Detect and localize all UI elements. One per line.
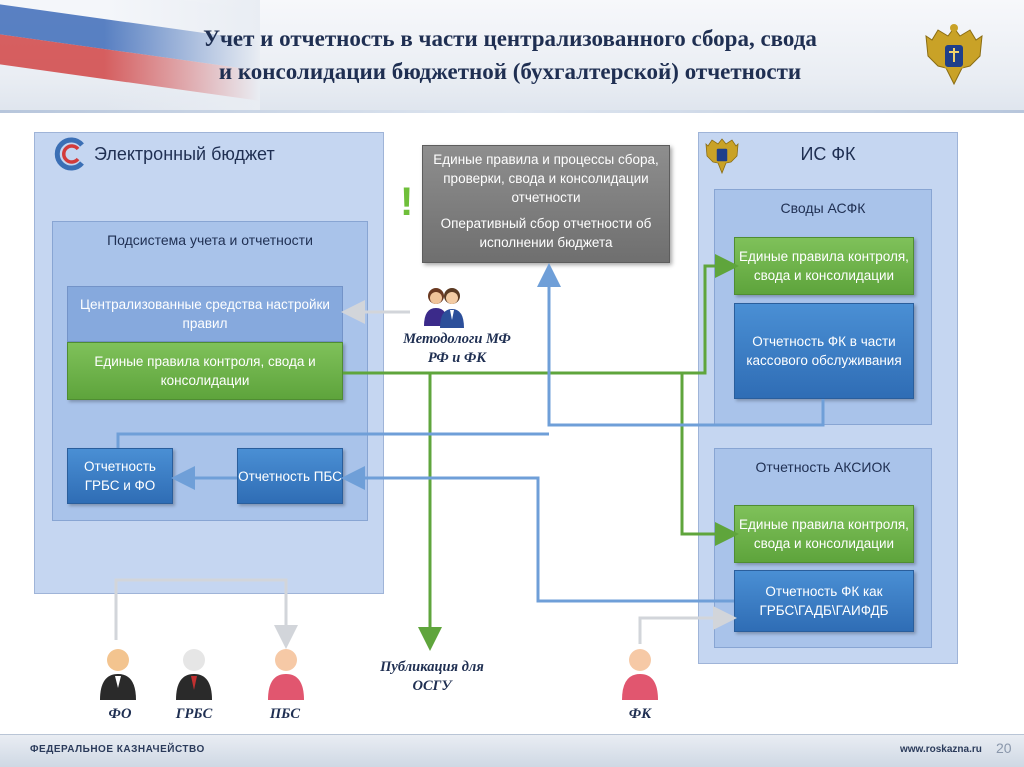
treasury-emblem-icon (704, 135, 740, 177)
aksiok-fk-report-box: Отчетность ФК как ГРБС\ГАДБ\ГАИФДБ (734, 570, 914, 632)
grbs-label: ГРБС (175, 706, 213, 722)
grbs-fo-report-label: Отчетность ГРБС и ФО (84, 459, 156, 493)
is-fk-title: ИС ФК (800, 144, 856, 164)
aksiok-rules-label: Единые правила контроля, свода и консоли… (739, 517, 909, 551)
asfk-rules-label: Единые правила контроля, свода и консоли… (739, 249, 909, 283)
methodologists-icon (420, 284, 468, 328)
asfk-fk-report-box: Отчетность ФК в части кассового обслужив… (734, 303, 914, 399)
exclamation-mark: ! (400, 180, 414, 224)
title-line-2: и консолидации бюджетной (бухгалтерской)… (218, 59, 802, 84)
unified-rules-box: Единые правила и процессы сбора, проверк… (422, 145, 670, 263)
aksiok-rules-box: Единые правила контроля, свода и консоли… (734, 505, 914, 563)
pbs-report-box: Отчетность ПБС (237, 448, 343, 504)
pbs-person-icon (264, 646, 308, 702)
fo-label: ФО (108, 706, 132, 722)
operative-collection-text: Оперативный сбор отчетности об исполнени… (440, 216, 652, 250)
double-headed-eagle-emblem-icon (922, 22, 986, 94)
blue-arrow-aksiok-to-pbs (341, 466, 734, 603)
fo-person-icon (96, 646, 140, 702)
centralized-tools-box: Централизованные средства настройки прав… (67, 286, 343, 342)
aksiok-fk-report-label: Отчетность ФК как ГРБС\ГАДБ\ГАИФДБ (759, 584, 889, 618)
methodologists-label: Методологи МФ РФ и ФК (403, 331, 511, 366)
footer-org: ФЕДЕРАЛЬНОЕ КАЗНАЧЕЙСТВО (30, 744, 205, 755)
asfk-fk-report-label: Отчетность ФК в части кассового обслужив… (746, 334, 902, 368)
fk-person-icon (618, 646, 662, 702)
grbs-person-icon (172, 646, 216, 702)
footer-site-link[interactable]: www.roskazna.ru (900, 744, 982, 755)
electronic-budget-logo-icon (54, 137, 88, 171)
electronic-budget-title: Электронный бюджет (94, 144, 275, 164)
pbs-report-label: Отчетность ПБС (238, 468, 342, 484)
publication-label: Публикация для ОСГУ (380, 659, 484, 694)
unified-rules-text: Единые правила и процессы сбора, проверк… (433, 152, 659, 205)
header-divider (0, 110, 1024, 113)
grbs-fo-report-box: Отчетность ГРБС и ФО (67, 448, 173, 504)
subsystem-title: Подсистема учета и отчетности (107, 232, 313, 248)
eb-rules-label: Единые правила контроля, свода и консоли… (94, 354, 316, 388)
page-number: 20 (996, 740, 1012, 756)
fk-label: ФК (628, 706, 652, 722)
footer-bar (0, 734, 1024, 767)
asfk-title: Своды АСФК (780, 200, 866, 216)
asfk-rules-box: Единые правила контроля, свода и консоли… (734, 237, 914, 295)
title-line-1: Учет и отчетность в части централизованн… (203, 26, 817, 51)
page-title: Учет и отчетность в части централизованн… (110, 22, 910, 88)
centralized-tools-label: Централизованные средства настройки прав… (80, 297, 330, 331)
russian-flag-decoration (0, 0, 260, 112)
eb-rules-box: Единые правила контроля, свода и консоли… (67, 342, 343, 400)
pbs-label: ПБС (269, 706, 301, 722)
aksiok-title: Отчетность АКСИОК (755, 459, 891, 475)
